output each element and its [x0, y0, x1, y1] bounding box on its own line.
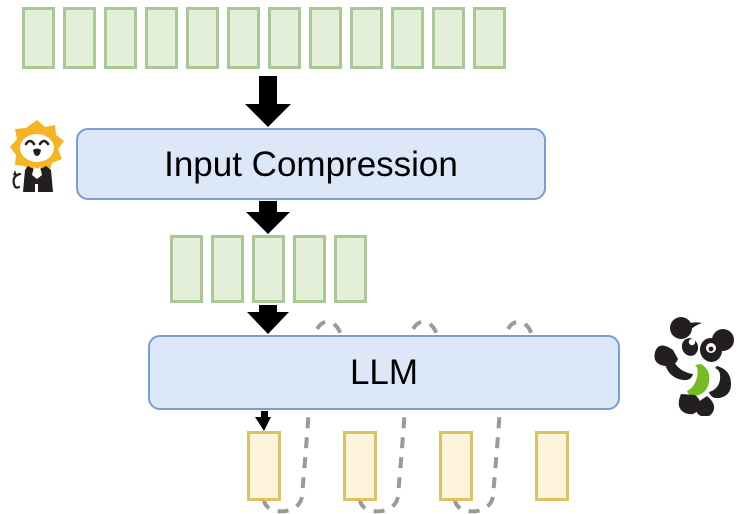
arrow-compressed-to-llm [247, 305, 289, 334]
output-token-3 [439, 431, 473, 501]
llm-module[interactable]: LLM [148, 335, 620, 410]
lion-icon [10, 120, 64, 194]
arrow-llm-to-output [255, 411, 271, 431]
input-token-2 [63, 7, 96, 69]
compressed-token-3 [252, 235, 285, 303]
input-token-9 [350, 7, 383, 69]
input-token-7 [268, 7, 301, 69]
input-token-3 [104, 7, 137, 69]
arrow-input-to-compression [245, 76, 291, 127]
input-token-6 [227, 7, 260, 69]
input-token-8 [309, 7, 342, 69]
panda-mascot [645, 312, 743, 417]
panda-icon [654, 317, 734, 417]
output-token-2 [343, 431, 377, 501]
input-token-11 [432, 7, 465, 69]
compressed-token-2 [211, 235, 244, 303]
input-token-10 [391, 7, 424, 69]
input-token-12 [473, 7, 506, 69]
input-token-4 [145, 7, 178, 69]
output-token-1 [247, 431, 281, 501]
input-compression-label: Input Compression [164, 144, 458, 184]
input-compression-module[interactable]: Input Compression [76, 128, 546, 200]
input-token-5 [186, 7, 219, 69]
compressed-token-1 [170, 235, 203, 303]
arrow-compression-to-compressed [246, 201, 290, 234]
output-token-4 [535, 431, 569, 501]
input-token-1 [22, 7, 55, 69]
compressed-token-5 [334, 235, 367, 303]
lion-mascot [8, 118, 66, 196]
llm-label: LLM [349, 353, 419, 392]
compressed-token-4 [293, 235, 326, 303]
